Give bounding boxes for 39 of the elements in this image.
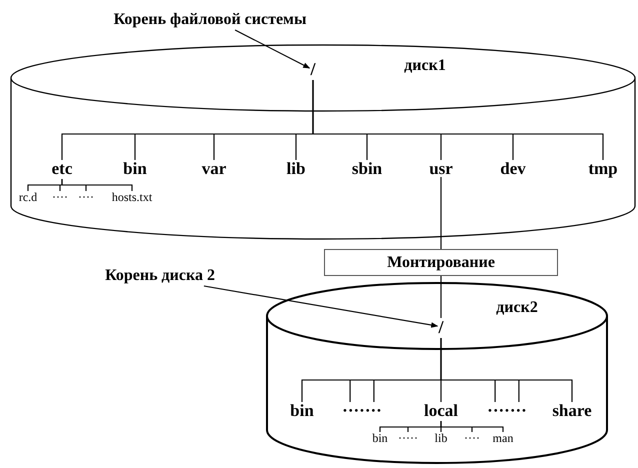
mount-box: Монтирование <box>324 249 558 276</box>
directory-name: bin <box>290 402 314 419</box>
directory-name: tmp <box>588 160 618 177</box>
arrow <box>234 30 310 69</box>
file-name: rc.d <box>18 191 38 203</box>
tree-line <box>61 179 133 191</box>
directory-name: sbin <box>352 160 382 177</box>
annotation-text: Корень файловой системы <box>114 12 306 28</box>
ellipsis-text: ····· <box>398 432 418 444</box>
ellipsis-text: ······· <box>342 402 382 419</box>
directory-name: dev <box>500 160 526 177</box>
file-name: hosts.txt <box>112 191 152 203</box>
directory-name: share <box>552 402 592 419</box>
ellipsis-text: ···· <box>78 191 94 203</box>
tree-line <box>440 338 520 402</box>
directory-name: man <box>492 432 514 444</box>
ellipsis-text: ······· <box>487 402 527 419</box>
arrow <box>204 285 438 328</box>
disk-label: диск1 <box>404 58 446 74</box>
tree-line <box>312 80 604 160</box>
directory-name: bin <box>372 432 388 444</box>
annotation-text: Корень диска 2 <box>105 268 215 284</box>
disk-cylinder <box>10 44 636 240</box>
disk-label: диск2 <box>496 300 538 316</box>
directory-name: var <box>202 160 226 177</box>
root-slash: / <box>438 318 444 336</box>
ellipsis-text: ···· <box>464 432 480 444</box>
directory-name: lib <box>286 160 306 177</box>
tree-line <box>440 177 442 249</box>
disk-cylinder <box>266 282 608 464</box>
directory-name: lib <box>434 432 448 444</box>
directory-name: local <box>424 402 458 419</box>
root-slash: / <box>310 60 316 78</box>
directory-name: etc <box>52 160 72 177</box>
ellipsis-text: ···· <box>52 191 68 203</box>
directory-name: bin <box>123 160 147 177</box>
directory-name: usr <box>429 160 453 177</box>
tree-line <box>440 276 442 318</box>
tree-line <box>440 421 504 432</box>
